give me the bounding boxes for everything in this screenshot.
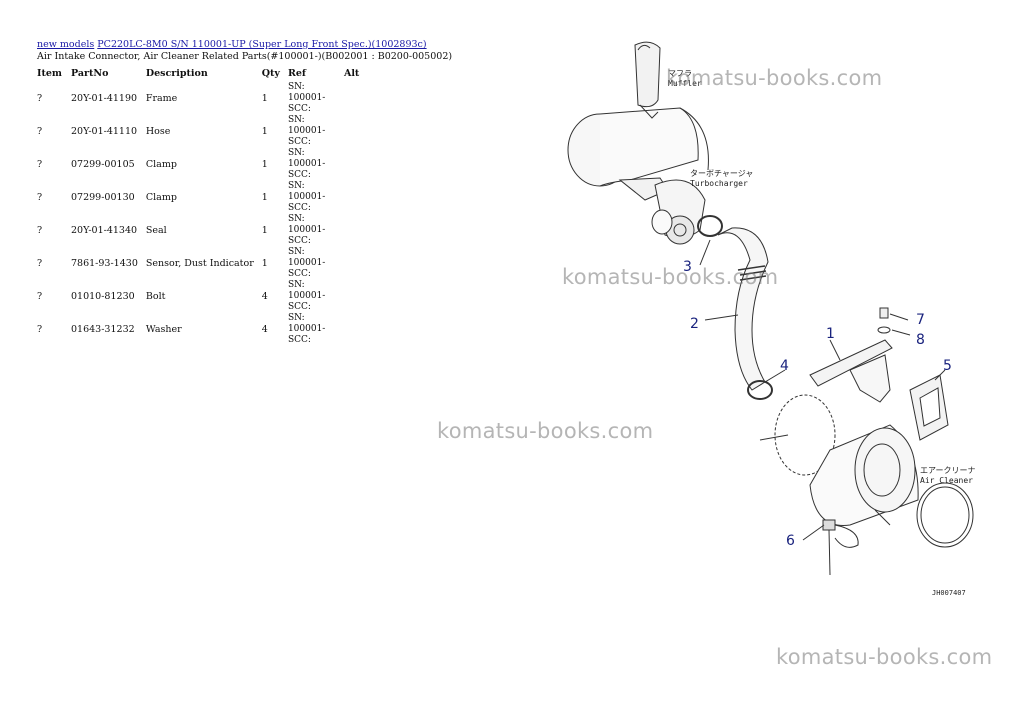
cell-qty: 1: [261, 93, 268, 104]
cell-item: ?: [37, 93, 43, 104]
cell-description: Hose: [145, 126, 171, 137]
callout-5: 5: [943, 358, 952, 374]
drawing-number: JH007407: [932, 589, 966, 597]
table-row: ? 07299-00105 Clamp 1 SN: 100001-SCC:: [33, 148, 368, 181]
table-row: ? 20Y-01-41340 Seal 1 SN: 100001-SCC:: [33, 214, 368, 247]
cell-alt: [340, 313, 368, 346]
new-models-link[interactable]: new models: [37, 39, 95, 50]
cell-partno: 01010-81230: [71, 291, 135, 302]
cell-item: ?: [37, 291, 43, 302]
callout-4: 4: [780, 358, 789, 374]
callout-3: 3: [683, 259, 692, 275]
cell-item: ?: [37, 192, 43, 203]
turbocharger-label-jp: ターボチャージャ: [690, 169, 753, 178]
callout-8: 8: [916, 332, 925, 348]
table-row: ? 07299-00130 Clamp 1 SN: 100001-SCC:: [33, 181, 368, 214]
cell-qty: 1: [261, 159, 268, 170]
cell-partno: 07299-00105: [71, 159, 135, 170]
cell-alt: [340, 280, 368, 313]
cell-partno: 20Y-01-41190: [71, 93, 138, 104]
cell-alt: [340, 181, 368, 214]
watermark: komatsu-books.com: [776, 645, 993, 669]
cell-alt: [340, 115, 368, 148]
watermark: komatsu-books.com: [562, 265, 779, 289]
cell-qty: 1: [261, 126, 268, 137]
air-cleaner-label-jp: エアークリーナ: [920, 466, 976, 475]
cell-ref: SN: 100001-SCC:: [287, 148, 326, 180]
cell-ref: SN: 100001-SCC:: [287, 313, 326, 345]
model-link[interactable]: PC220LC-8M0 S/N 110001-UP (Super Long Fr…: [97, 39, 427, 50]
cell-qty: 4: [261, 324, 268, 335]
cell-description: Washer: [145, 324, 182, 335]
cell-qty: 1: [261, 258, 268, 269]
table-row: ? 7861-93-1430 Sensor, Dust Indicator 1 SN: …: [33, 247, 368, 280]
cell-description: Frame: [145, 93, 178, 104]
cell-ref: SN: 100001-SCC:: [287, 82, 326, 114]
cell-item: ?: [37, 324, 43, 335]
cell-partno: 01643-31232: [71, 324, 135, 335]
cell-ref: SN: 100001-SCC:: [287, 181, 326, 213]
col-ref-header: Ref: [287, 67, 306, 79]
table-row: ? 01010-81230 Bolt 4 SN: 100001-SCC:: [33, 280, 368, 313]
callout-2: 2: [690, 316, 699, 332]
cell-ref: SN: 100001-SCC:: [287, 280, 326, 312]
callout-6: 6: [786, 533, 795, 549]
col-description-header: Description: [145, 67, 208, 79]
col-item-header: Item: [37, 67, 62, 79]
breadcrumb: new models PC220LC-8M0 S/N 110001-UP (Su…: [37, 39, 427, 50]
cell-qty: 4: [261, 291, 268, 302]
callout-1: 1: [826, 326, 835, 342]
table-row: ? 20Y-01-41190 Frame 1 SN: 100001-SCC:: [33, 82, 368, 115]
turbocharger-label-en: Turbocharger: [690, 179, 748, 188]
muffler-label-jp: マフラ: [668, 69, 692, 78]
cell-partno: 7861-93-1430: [71, 258, 138, 269]
cell-partno: 07299-00130: [71, 192, 135, 203]
parts-diagram: 1 2 3 4 5 6 7 8 マフラ Muffler ターボチャージャ Tur…: [567, 41, 976, 597]
callout-7: 7: [916, 312, 925, 328]
cell-description: Bolt: [145, 291, 166, 302]
cell-partno: 20Y-01-41340: [71, 225, 138, 236]
page-subtitle: Air Intake Connector, Air Cleaner Relate…: [37, 51, 453, 62]
cell-item: ?: [37, 126, 43, 137]
cell-ref: SN: 100001-SCC:: [287, 115, 326, 147]
cell-item: ?: [37, 159, 43, 170]
parts-table: Item PartNo Description Qty Ref Alt ? 20Y…: [33, 64, 368, 346]
cell-partno: 20Y-01-41110: [71, 126, 138, 137]
col-qty-header: Qty: [261, 67, 280, 79]
cell-qty: 1: [261, 192, 268, 203]
muffler-label-en: Muffler: [668, 79, 702, 88]
cell-item: ?: [37, 225, 43, 236]
table-row: ? 20Y-01-41110 Hose 1 SN: 100001-SCC:: [33, 115, 368, 148]
cell-alt: [340, 214, 368, 247]
col-partno-header: PartNo: [71, 67, 109, 79]
cell-item: ?: [37, 258, 43, 269]
cell-ref: SN: 100001-SCC:: [287, 214, 326, 246]
watermark: komatsu-books.com: [437, 419, 654, 443]
cell-ref: SN: 100001-SCC:: [287, 247, 326, 279]
cell-description: Clamp: [145, 192, 177, 203]
air-cleaner-label-en: Air Cleaner: [920, 476, 973, 485]
col-alt-header: Alt: [343, 67, 360, 79]
table-header-row: Item PartNo Description Qty Ref Alt: [33, 64, 368, 82]
cell-alt: [340, 247, 368, 280]
cell-alt: [340, 82, 368, 115]
cell-qty: 1: [261, 225, 268, 236]
cell-alt: [340, 148, 368, 181]
cell-description: Sensor, Dust Indicator: [145, 258, 254, 269]
table-row: ? 01643-31232 Washer 4 SN: 100001-SCC:: [33, 313, 368, 346]
cell-description: Clamp: [145, 159, 177, 170]
cell-description: Seal: [145, 225, 167, 236]
watermark: komatsu-books.com: [666, 66, 883, 90]
